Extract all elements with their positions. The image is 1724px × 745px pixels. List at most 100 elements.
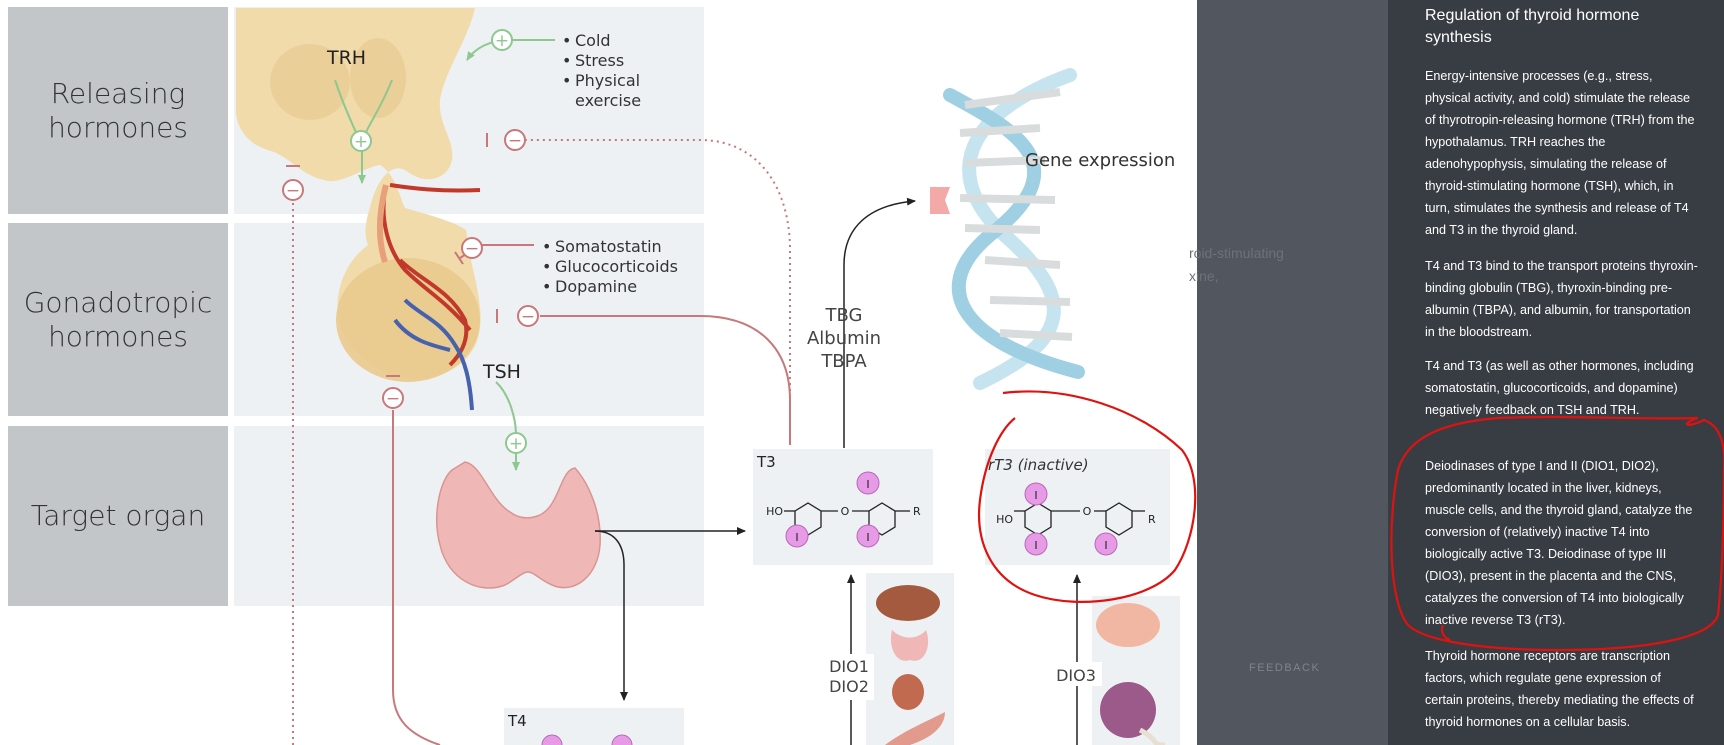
kidney-icon [892, 674, 924, 710]
inhibit-line-t3-to-pituitary [540, 315, 791, 445]
stimulus-stress: Stress [575, 51, 624, 70]
plus-sign: + [509, 434, 523, 454]
row-label-line1: Releasing [50, 76, 186, 110]
t4-molecule-box [504, 708, 684, 745]
arrow-thyroid-to-t4 [594, 530, 628, 701]
t3-molecule-box [753, 449, 933, 565]
obscured-text: xine, [1189, 268, 1219, 284]
iodine-icon [785, 524, 809, 548]
r-label: R [1148, 513, 1156, 526]
t4-label: T4 [507, 712, 527, 730]
stimulus-physical: Physical [575, 71, 640, 90]
arrow-t3-to-gene [843, 197, 916, 448]
inhibitor-bullet: • [542, 237, 551, 256]
plus-sign: + [495, 31, 509, 51]
stalk-vessel [376, 184, 389, 263]
pituitary-gland [336, 258, 480, 382]
muscle-icon [885, 712, 945, 745]
panel-paragraph: Energy-intensive processes (e.g., stress… [1425, 69, 1695, 237]
dio1-label: DIO1 [829, 657, 869, 676]
minus-sign: − [521, 307, 535, 327]
minus-sign: − [508, 131, 522, 151]
inhibit-line-t3-to-hypothalamus [526, 139, 791, 445]
inhibitor-somatostatin: Somatostatin [555, 237, 662, 256]
stimuli-bullet: • [562, 31, 571, 50]
placenta-icon [1100, 682, 1156, 738]
transport-tbg: TBG [825, 305, 863, 326]
rt3-molecule-box [985, 449, 1170, 565]
iodine-label: I [866, 531, 869, 544]
minus-sign: − [465, 239, 479, 259]
iodine-label: I [866, 478, 869, 491]
trh-label: TRH [326, 47, 366, 69]
obscured-text: roid-stimulating [1189, 245, 1284, 261]
dio3-label: DIO3 [1056, 666, 1096, 685]
inhibit-bar-inhibitors [454, 251, 464, 265]
plus-icon-stimuli [491, 29, 513, 51]
modal-backdrop: roid-stimulating xine, FEEDBACK [1189, 0, 1388, 745]
panel-paragraph: T4 and T3 (as well as other hormones, in… [1425, 359, 1694, 417]
stimuli-bullet: • [562, 71, 571, 90]
dio3-label-bg [1050, 662, 1102, 686]
inhibitor-bullet: • [542, 277, 551, 296]
row-label-releasing-hormones: Releasing hormones [8, 7, 228, 214]
liver-icon [876, 585, 940, 621]
panel-paragraph: Thyroid hormone receptors are transcript… [1425, 649, 1694, 729]
panel-paragraph: T4 and T3 bind to the transport proteins… [1425, 259, 1698, 339]
iodine-label: I [795, 531, 798, 544]
iodine-icon [611, 734, 633, 745]
plus-sign: + [354, 132, 368, 152]
iodine-icon [856, 471, 880, 495]
minus-icon-t4-hypothalamus [282, 179, 304, 201]
hypothalamus-lobe-right [350, 38, 406, 118]
transport-albumin: Albumin [807, 328, 881, 349]
description-panel: Regulation of thyroid hormone synthesis … [1388, 0, 1724, 745]
minus-sign: − [386, 389, 400, 409]
minus-icon-pituitary [517, 305, 539, 327]
highlight-circle-rt3 [978, 390, 1197, 603]
panel-paragraph: Deiodinases of type I and II (DIO1, DIO2… [1425, 459, 1693, 627]
inhibit-line-t4-to-pituitary [392, 410, 441, 745]
t3-label: T3 [756, 453, 776, 471]
stimulus-cold: Cold [575, 31, 611, 50]
rt3-label: rT3 (inactive) [988, 456, 1089, 474]
iodine-icon [1024, 482, 1048, 506]
inhibitor-dopamine: Dopamine [555, 277, 637, 296]
thyroid-regulation-diagram: Releasing hormones Gonadotropic hormones… [8, 7, 1197, 745]
ho-label: HO [766, 505, 783, 518]
row-label-line2: hormones [48, 110, 188, 144]
iodine-label: I [1034, 489, 1037, 502]
diagram-canvas: + + + − − − − − [234, 7, 1197, 745]
thyroid-gland [436, 461, 601, 589]
transport-tbpa: TBPA [820, 351, 867, 372]
feedback-button[interactable]: FEEDBACK [1249, 662, 1321, 674]
thyroid-mini-icon [890, 630, 929, 661]
dio12-label-bg [822, 654, 874, 700]
panel-title: Regulation of thyroid hormone synthesis [1425, 7, 1640, 46]
iodine-icon [856, 524, 880, 548]
portal-vessel-blue [393, 298, 474, 411]
hypothalamus-lobe-left [270, 44, 350, 120]
stimuli-bullet: • [562, 51, 571, 70]
dna-helix [930, 68, 1085, 390]
inhibitor-glucocorticoids: Glucocorticoids [555, 257, 678, 276]
o-label: O [841, 505, 850, 518]
gene-expression-label: Gene expression [1025, 150, 1175, 171]
iodine-label: I [1104, 539, 1107, 552]
o-label: O [1083, 505, 1092, 518]
plus-icon-tsh [505, 432, 527, 454]
r-label: R [913, 505, 921, 518]
inhibitor-bullet: • [542, 257, 551, 276]
minus-sign: − [286, 181, 300, 201]
minus-icon-t4-pituitary [382, 387, 404, 409]
tsh-label: TSH [482, 361, 521, 383]
minus-icon-inhibitors [461, 237, 483, 259]
plus-icon-trh [350, 130, 372, 152]
stimulus-exercise: exercise [575, 91, 641, 110]
dio2-label: DIO2 [829, 677, 869, 696]
row-label-line2: hormones [48, 319, 188, 353]
iodine-label: I [1034, 539, 1037, 552]
row-label-line1: Target organ [30, 499, 206, 532]
brain-icon [1096, 603, 1160, 647]
iodine-icon [541, 734, 563, 745]
